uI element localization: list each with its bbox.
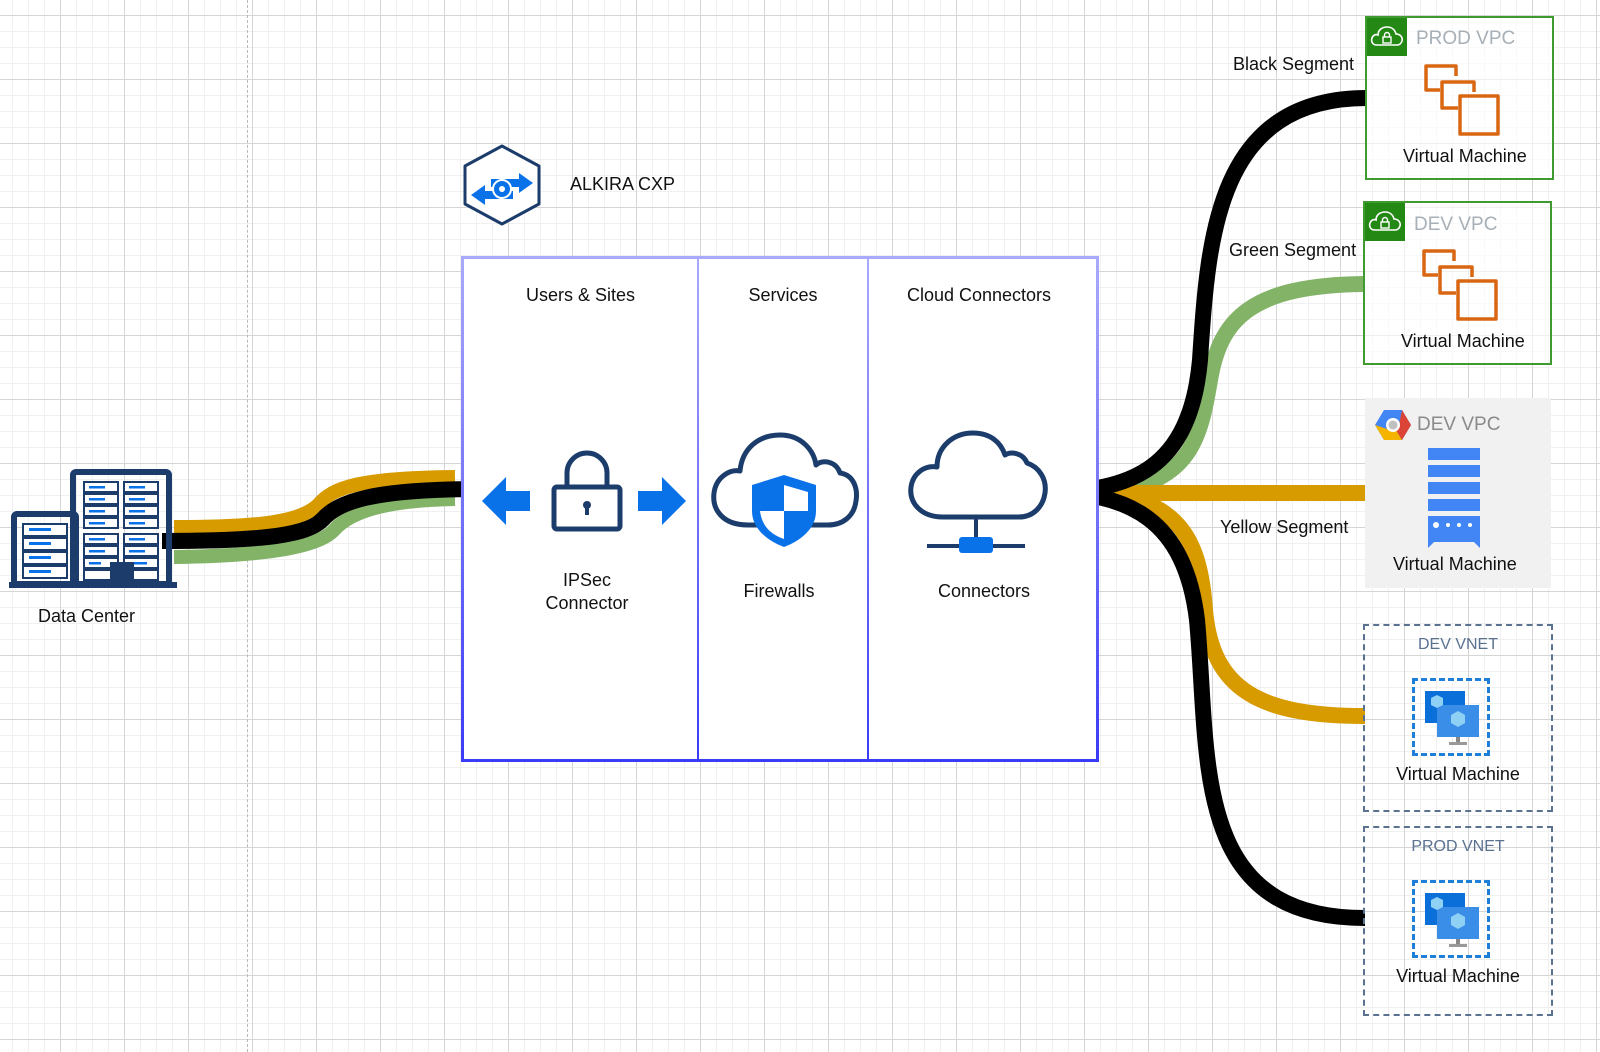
alkira-logo	[461, 143, 543, 227]
aws-dev-vm-label: Virtual Machine	[1401, 331, 1525, 351]
alkira-cxp-container[interactable]: Users & Sites Services Cloud Connectors …	[461, 256, 1099, 762]
link-black-prod-vpc	[1043, 90, 1368, 500]
segment-label-green: Green Segment	[1229, 240, 1357, 260]
connectors-node[interactable]	[907, 429, 1049, 559]
column-divider	[867, 259, 869, 759]
connectors-label: Connectors	[937, 581, 1031, 601]
aws-vpc-badge	[1365, 203, 1405, 241]
aws-vpc-badge	[1367, 18, 1407, 56]
azure-vm-icon	[1425, 691, 1479, 745]
column-title-services: Services	[748, 285, 818, 305]
azure-dev-vnet-title: DEV VNET	[1417, 636, 1498, 653]
aws-ec2-instances-icon	[1424, 64, 1500, 136]
link-yellow-datacenter	[173, 470, 456, 534]
ipsec-connector-label: IPSec Connector	[464, 569, 710, 615]
link-black-datacenter	[161, 481, 483, 549]
aws-prod-vm-label: Virtual Machine	[1403, 146, 1527, 166]
aws-dev-vpc-box[interactable]: DEV VPC Virtual Machine	[1363, 201, 1552, 365]
link-green-datacenter	[173, 492, 456, 564]
aws-ec2-instances-icon	[1422, 249, 1498, 321]
cloud-lock-icon	[1368, 211, 1401, 231]
firewalls-label: Firewalls	[743, 581, 815, 601]
diagram-title: ALKIRA CXP	[570, 174, 676, 194]
column-divider	[697, 259, 699, 759]
segment-label-black: Black Segment	[1233, 54, 1355, 74]
gcp-dev-vpc-title: DEV VPC	[1417, 414, 1501, 435]
data-center-label: Data Center	[38, 606, 136, 626]
azure-vm-frame	[1412, 678, 1490, 756]
alkira-exchange-icon	[463, 144, 541, 226]
azure-prod-vm-label: Virtual Machine	[1396, 966, 1520, 986]
link-green-dev-vpc	[1110, 276, 1366, 500]
data-center-node[interactable]	[5, 466, 177, 590]
azure-prod-vnet-title: PROD VNET	[1411, 838, 1505, 855]
ipsec-connector-node[interactable]	[482, 449, 692, 539]
column-title-cloud-connectors: Cloud Connectors	[906, 285, 1052, 305]
azure-prod-vnet-box[interactable]: PROD VNET Virtual Machine	[1363, 826, 1553, 1016]
gcp-vm-label: Virtual Machine	[1393, 554, 1517, 574]
azure-vm-icon	[1425, 893, 1479, 947]
firewalls-node[interactable]	[708, 429, 860, 554]
ipsec-arrows-lock-icon	[482, 450, 686, 532]
aws-prod-vpc-title: PROD VPC	[1416, 28, 1516, 49]
cloud-lock-icon	[1370, 26, 1403, 46]
data-center-building-icon	[9, 469, 177, 588]
cloud-network-icon	[908, 430, 1048, 553]
column-title-users-sites: Users & Sites	[525, 285, 636, 305]
aws-dev-vpc-title: DEV VPC	[1414, 214, 1498, 235]
gcp-server-stack-icon	[1428, 448, 1480, 548]
azure-vm-frame	[1412, 880, 1490, 958]
link-yellow-dev-vnet	[1108, 485, 1366, 724]
azure-dev-vm-label: Virtual Machine	[1396, 764, 1520, 784]
gcp-dev-vpc-box[interactable]: DEV VPC Virtual Machine	[1365, 398, 1551, 588]
aws-prod-vpc-box[interactable]: PROD VPC Virtual Machine	[1365, 16, 1554, 180]
segment-label-yellow: Yellow Segment	[1220, 517, 1349, 537]
gcp-logo-icon	[1375, 410, 1411, 440]
azure-dev-vnet-box[interactable]: DEV VNET Virtual Machine	[1363, 624, 1553, 812]
cloud-shield-icon	[711, 432, 859, 547]
link-black-prod-vnet	[1043, 484, 1366, 926]
ipsec-label-line1: IPSec	[562, 570, 612, 590]
ipsec-label-line2: Connector	[545, 593, 629, 613]
